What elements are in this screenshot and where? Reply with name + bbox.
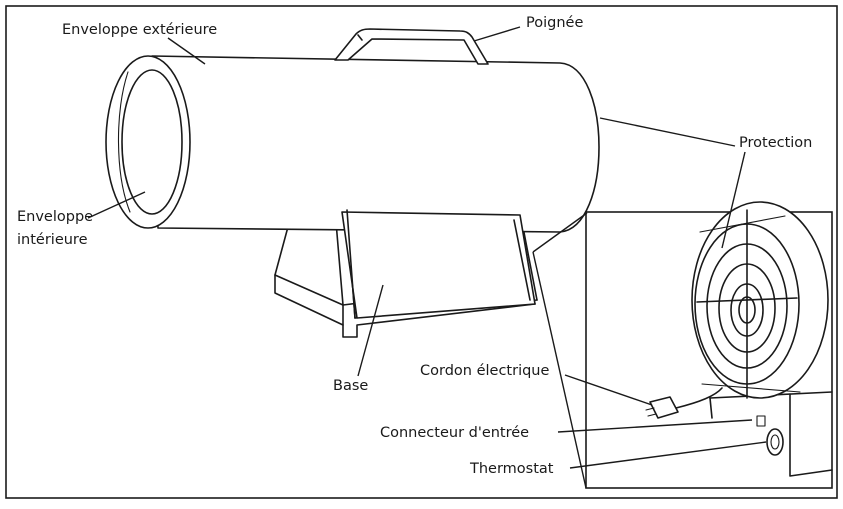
handle-part xyxy=(334,28,489,65)
heater-illustration xyxy=(105,28,600,338)
label-handle: Poignée xyxy=(526,15,583,31)
label-inner-shell-line1: Enveloppe xyxy=(17,209,93,225)
label-protection: Protection xyxy=(739,135,812,151)
cylinder-body xyxy=(105,55,600,233)
leader-lines xyxy=(87,26,767,489)
label-thermostat: Thermostat xyxy=(469,461,554,477)
label-inner-shell-line2: intérieure xyxy=(17,232,88,248)
label-power-cord: Cordon électrique xyxy=(420,363,549,379)
base-front-plate xyxy=(341,211,536,319)
label-outer-shell: Enveloppe extérieure xyxy=(62,22,217,38)
label-base: Base xyxy=(333,378,368,394)
label-inlet-connector: Connecteur d'entrée xyxy=(380,425,529,441)
detail-inset xyxy=(585,201,833,489)
